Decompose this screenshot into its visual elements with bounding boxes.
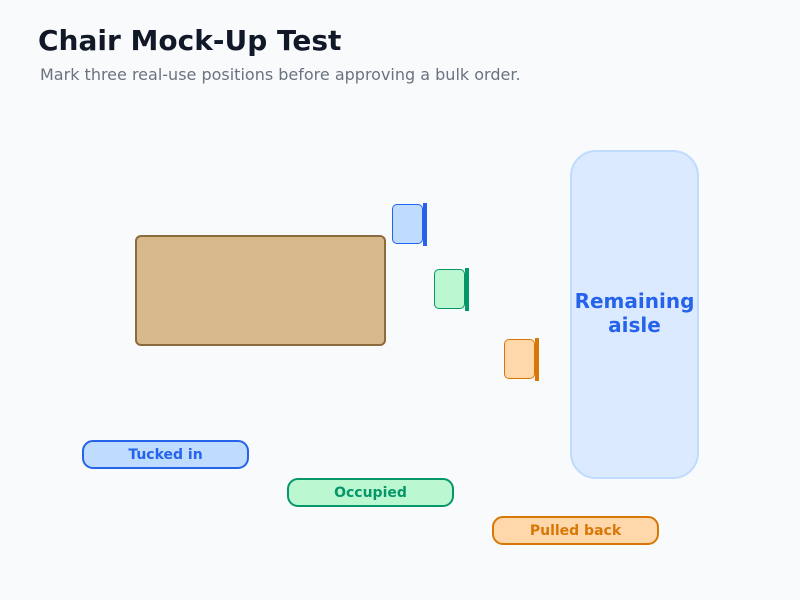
page-subtitle: Mark three real-use positions before app…	[40, 65, 521, 84]
label-occupied: Occupied	[287, 478, 454, 507]
chair-pulled-back	[504, 339, 535, 379]
chair-back-occupied	[465, 268, 469, 311]
label-pulled-back: Pulled back	[492, 516, 659, 545]
chair-back-pulled-back	[535, 338, 539, 381]
aisle-label: Remaining aisle	[574, 288, 695, 337]
chair-tucked-in	[392, 204, 423, 244]
label-tucked-in: Tucked in	[82, 440, 249, 469]
page-title: Chair Mock-Up Test	[38, 24, 342, 57]
chair-back-tucked-in	[423, 203, 427, 246]
table-shape	[135, 235, 386, 346]
chair-occupied	[434, 269, 465, 309]
remaining-aisle: Remaining aisle	[570, 150, 699, 479]
